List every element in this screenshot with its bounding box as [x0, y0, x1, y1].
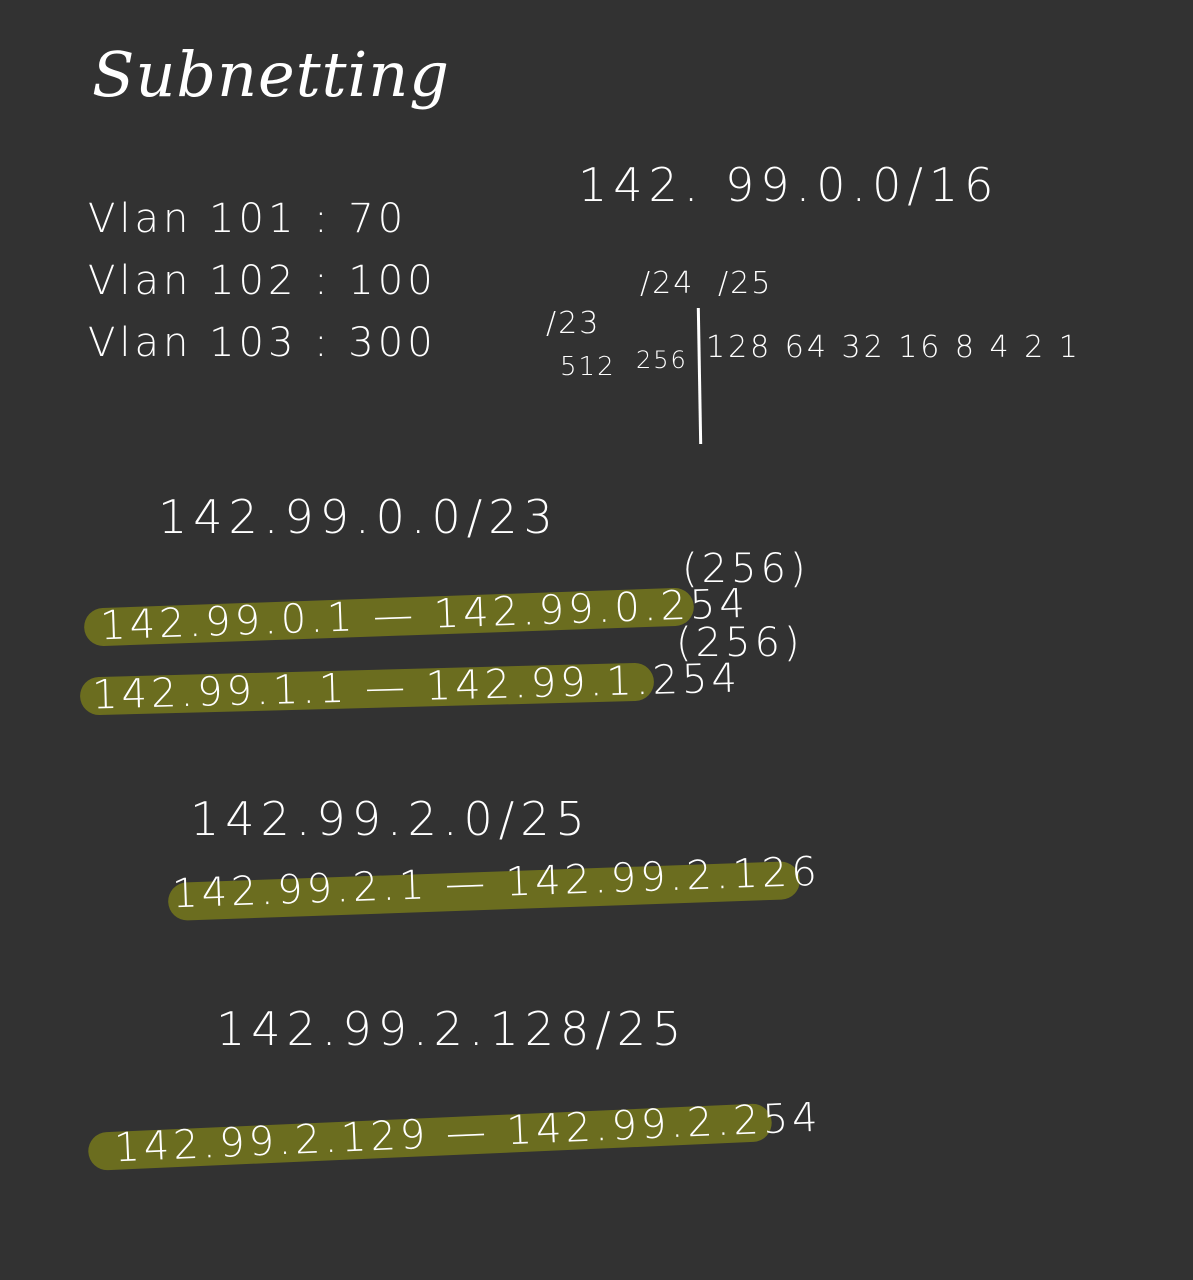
subnet-2-network: 142.99.2.0/25 [190, 792, 591, 846]
prefix-25-label: /25 [718, 266, 773, 301]
value-512: 512 [560, 352, 616, 382]
subnet-3-range-1: 142.99.2.129 — 142.99.2.254 [113, 1094, 823, 1172]
prefix-24-label: /24 [640, 266, 695, 301]
vlan-line-103: Vlan 103 : 300 [88, 320, 437, 366]
bit-powers-row: 128 64 32 16 8 4 2 1 [706, 330, 1081, 365]
subnet-1-range-2-count: (256) [676, 620, 804, 666]
note-title: Subnetting [92, 38, 450, 111]
vlan-line-102: Vlan 102 : 100 [88, 258, 437, 304]
subnet-3-network: 142.99.2.128/25 [216, 1002, 688, 1056]
prefix-23-label: /23 [546, 306, 601, 341]
subnet-1-range-1-count: (256) [682, 546, 810, 592]
subnet-1-range-1: 142.99.0.1 — 142.99.0.254 [99, 580, 750, 650]
bit-table-divider [696, 307, 703, 445]
value-256: 256 [636, 346, 688, 374]
vlan-line-101: Vlan 101 : 70 [88, 196, 408, 242]
base-network: 142. 99.0.0/16 [578, 158, 1000, 212]
subnet-1-network: 142.99.0.0/23 [158, 490, 559, 544]
subnet-1-range-2: 142.99.1.1 — 142.99.1.254 [91, 655, 742, 719]
